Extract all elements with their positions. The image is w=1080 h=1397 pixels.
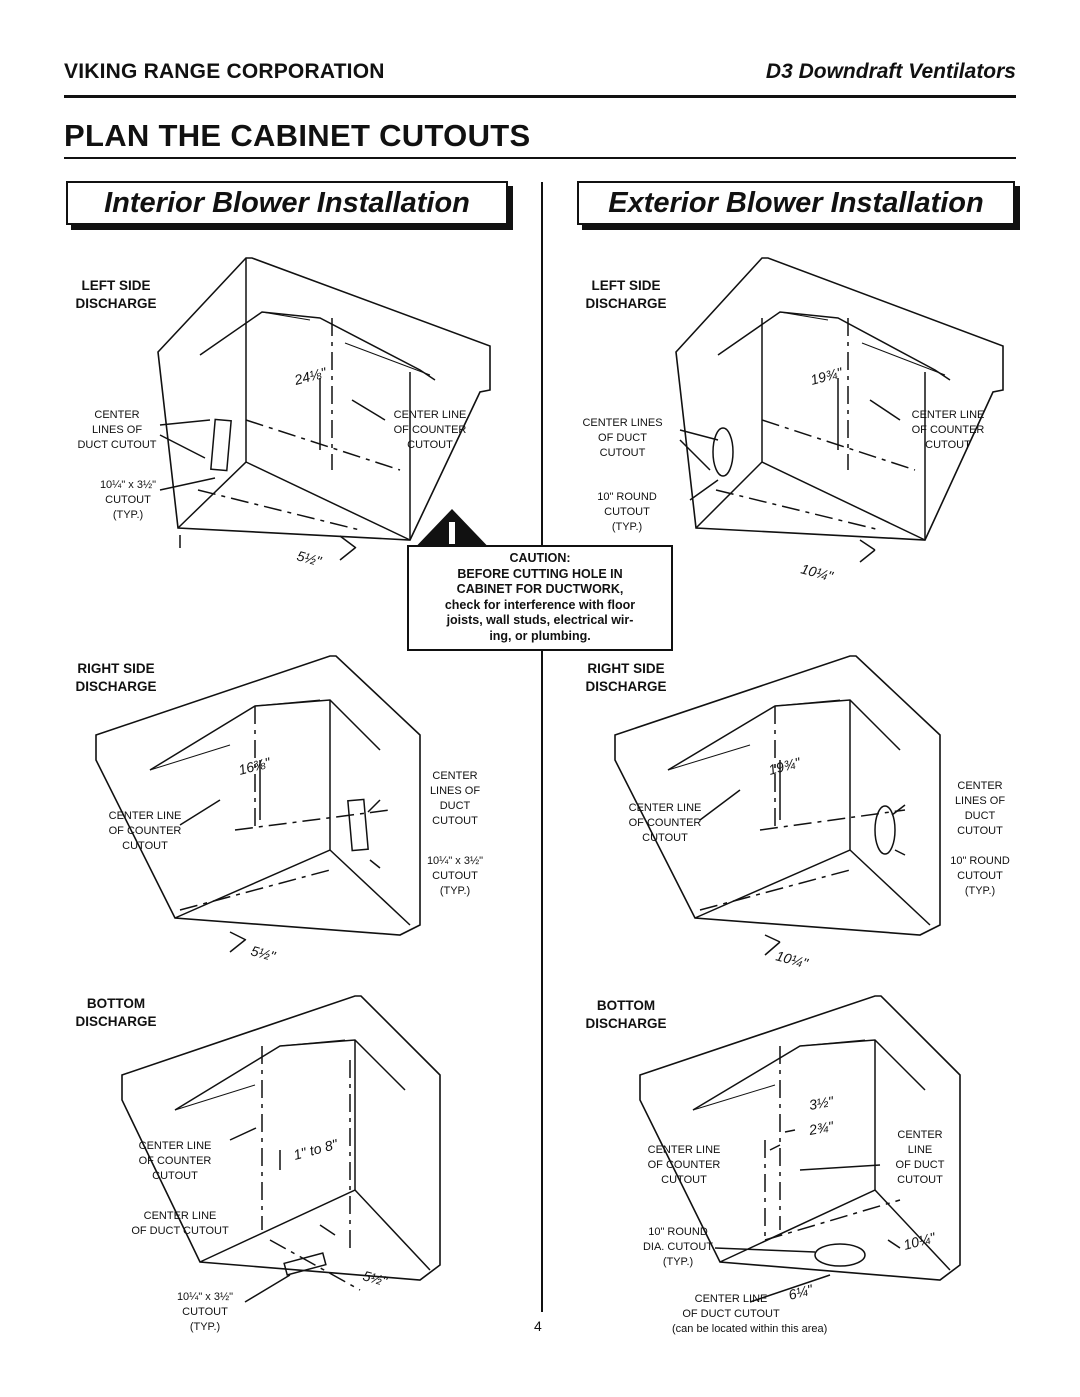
exterior-bottom-dim-d: 6¼" bbox=[787, 1281, 816, 1303]
exterior-bottom-dim-a: 3½" bbox=[808, 1093, 836, 1113]
exterior-bottom-dim-b: 2¾" bbox=[807, 1118, 836, 1138]
page-title: PLAN THE CABINET CUTOUTS bbox=[64, 118, 531, 153]
header-rule bbox=[64, 95, 1016, 98]
interior-bottom-cutout-label: 10¼" x 3½"CUTOUT(TYP.) bbox=[176, 1291, 234, 1333]
exterior-left-cabinet-drawing: 19¾" 10¼" bbox=[675, 257, 1004, 585]
interior-right-dim-b: 5½" bbox=[249, 942, 278, 964]
interior-left-cutout-label: 10¼" x 3½"CUTOUT(TYP.) bbox=[99, 479, 157, 521]
interior-section-title: Interior Blower Installation bbox=[66, 181, 508, 225]
interior-left-cabinet-drawing: 24⅛" 5½" bbox=[157, 257, 491, 569]
interior-right-cabinet-drawing: 16⅜" 5½" bbox=[95, 655, 421, 964]
caution-title: CAUTION: bbox=[509, 551, 571, 565]
company-name: VIKING RANGE CORPORATION bbox=[64, 60, 385, 83]
exterior-right-dim-b: 10¼" bbox=[774, 947, 810, 971]
caution-box: CAUTION: BEFORE CUTTING HOLE IN CABINET … bbox=[407, 545, 673, 651]
title-rule bbox=[64, 157, 1016, 159]
interior-bottom-cabinet-drawing: 1" to 8" 5½" bbox=[121, 995, 441, 1303]
interior-bottom-dim-b: 5½" bbox=[361, 1267, 390, 1289]
exterior-bottom-note: (can be located within this area) bbox=[672, 1323, 828, 1335]
interior-right-cutout-label: 10¼" x 3½"CUTOUT(TYP.) bbox=[426, 855, 484, 897]
interior-left-dim-b: 5½" bbox=[295, 547, 324, 569]
product-name: D3 Downdraft Ventilators bbox=[765, 60, 1016, 83]
exterior-right-cabinet-drawing: 19¾" 10¼" bbox=[614, 655, 941, 972]
exterior-section-title: Exterior Blower Installation bbox=[577, 181, 1015, 225]
exterior-left-dim-b: 10¼" bbox=[799, 560, 835, 584]
column-divider bbox=[541, 182, 543, 1312]
page-number: 4 bbox=[534, 1318, 542, 1334]
exterior-bottom-cabinet-drawing: 3½" 2¾" 10¼" 6¼" bbox=[639, 995, 961, 1303]
